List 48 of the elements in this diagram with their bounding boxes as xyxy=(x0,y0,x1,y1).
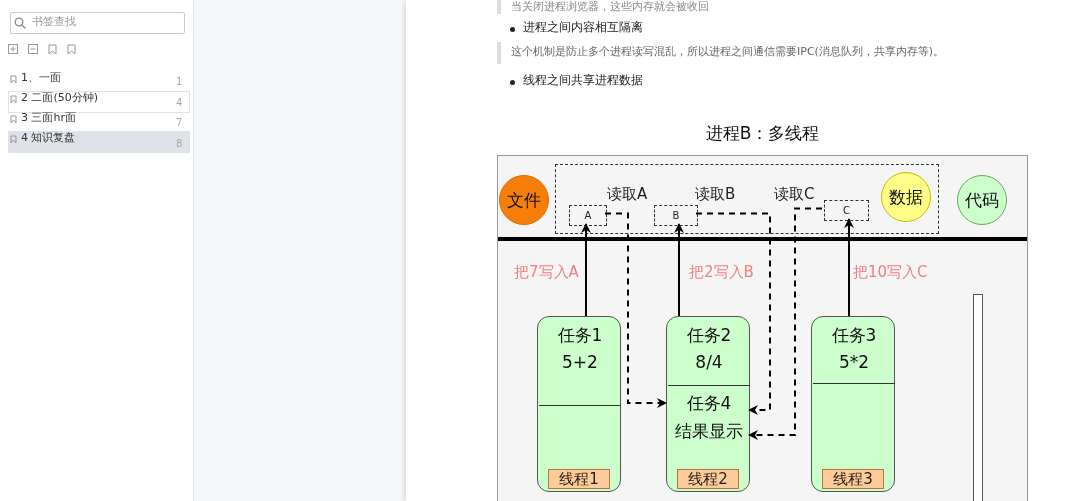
dashed-arrow xyxy=(604,212,667,408)
task-title: 任务2 xyxy=(685,324,733,347)
bookmark-title: 4 知识复盘 xyxy=(21,131,76,145)
quote-text: 这个机制是防止多个进程读写混乱，所以进程之间通信需要IPC(消息队列，共享内存等)。 xyxy=(511,45,945,59)
thread-label: 线程3 xyxy=(822,469,884,489)
task-detail: 5+2 xyxy=(561,352,599,372)
body-text: 当关闭进程浏览器，这些内存就会被收回 xyxy=(511,0,709,14)
diagram-panel xyxy=(497,155,1028,501)
thread-label: 线程1 xyxy=(548,469,610,489)
arrow xyxy=(844,218,854,317)
arrow xyxy=(674,223,684,317)
bookmark-title: 2 二面(50分钟) xyxy=(21,91,99,105)
data-slot: A xyxy=(569,205,607,226)
thread-column xyxy=(811,316,895,492)
data-slot: B xyxy=(654,205,698,226)
round-node: 数据 xyxy=(881,172,931,222)
dashed-arrow xyxy=(695,212,771,415)
task-detail: 结果显示 xyxy=(674,420,744,443)
task-title: 任务4 xyxy=(685,392,733,415)
bullet-text: 线程之间共享进程数据 xyxy=(523,73,643,88)
bookmark-title: 1、一面 xyxy=(21,71,61,85)
thread-label: 线程2 xyxy=(677,469,739,489)
page-number: 8 xyxy=(176,138,183,150)
diagram-title: 进程B：多线程 xyxy=(704,122,821,145)
thread-column xyxy=(537,316,621,492)
edge-label: 读取B xyxy=(694,185,737,203)
edge-label: 读取A xyxy=(606,185,649,203)
field-placeholder: 书签查找 xyxy=(32,15,76,29)
edge-label: 把7写入A xyxy=(513,263,580,281)
page-number: 7 xyxy=(176,117,183,129)
narrow-bar xyxy=(973,294,983,501)
edge-label: 读取C xyxy=(773,185,816,203)
data-slot: C xyxy=(824,200,869,221)
bookmark-title: 3 三面hr面 xyxy=(21,111,76,125)
task-detail: 5*2 xyxy=(837,352,871,372)
task-detail: 8/4 xyxy=(694,352,724,372)
edge-label: 把2写入B xyxy=(688,263,755,281)
round-node: 文件 xyxy=(499,175,549,225)
edge-label: 把10写入C xyxy=(852,263,929,281)
task-title: 任务3 xyxy=(830,324,878,347)
task-title: 任务1 xyxy=(556,324,604,347)
dashed-arrow xyxy=(748,207,823,440)
arrow xyxy=(581,223,591,317)
page-number: 4 xyxy=(176,97,183,109)
page-number: 1 xyxy=(176,76,183,88)
thread-column xyxy=(666,316,750,492)
bullet-text: 进程之间内容相互隔离 xyxy=(523,20,643,35)
round-node: 代码 xyxy=(957,175,1007,225)
